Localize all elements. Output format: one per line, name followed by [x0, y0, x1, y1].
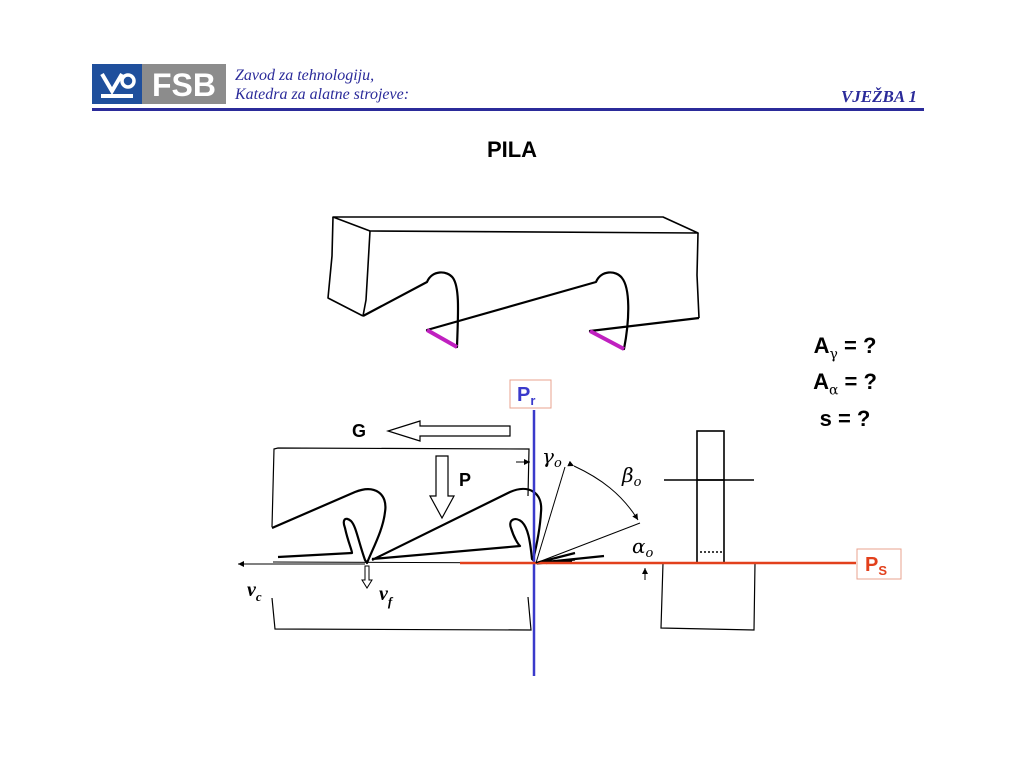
workpiece-side	[660, 562, 756, 631]
blade-back-edge	[327, 216, 364, 317]
question-a-gamma: Aγ = ?	[813, 333, 877, 363]
beta-label: βo	[621, 463, 642, 490]
institute-name: Zavod za tehnologiju, Katedra za alatne …	[235, 66, 409, 104]
vf-label: vf	[379, 583, 394, 609]
cutting-edge-highlight-2	[589, 329, 625, 351]
blade-teeth-outline	[362, 271, 700, 351]
fsb-logo: FSB	[92, 64, 226, 104]
svg-text:Pr: Pr	[517, 384, 535, 408]
beta-arc	[567, 460, 639, 521]
vf-arrow	[361, 565, 373, 589]
rake-face-line	[535, 466, 566, 564]
question-a-alpha: Aα = ?	[813, 369, 877, 399]
svg-text:PS: PS	[865, 554, 887, 578]
saw-blade-3d	[327, 216, 700, 351]
p-label: P	[459, 470, 471, 490]
questions-block: Aγ = ? Aα = ? s = ?	[790, 332, 900, 433]
logo-text: FSB	[152, 67, 216, 103]
blade-side-profile	[660, 430, 756, 631]
institute-line-1: Zavod za tehnologiju,	[235, 67, 375, 84]
institute-line-2: Katedra za alatne strojeve:	[235, 86, 410, 103]
blade-front-edge	[362, 230, 371, 317]
logo-emblem-mark	[100, 72, 124, 95]
vc-label: vc	[247, 579, 262, 604]
plane-pr-label: Pr	[509, 379, 552, 409]
exercise-label: VJEŽBA 1	[840, 87, 917, 106]
header-divider	[92, 108, 924, 111]
gamma-label: γo	[542, 444, 562, 471]
page-title: PILA	[486, 137, 538, 162]
saw-teeth-section	[271, 487, 605, 565]
flank-line	[535, 522, 641, 564]
g-arrow	[385, 420, 511, 442]
alpha-label: αo	[632, 534, 654, 561]
g-label: G	[352, 421, 366, 441]
plane-ps-label: PS	[856, 548, 902, 580]
section-lower-outline	[271, 596, 532, 631]
question-s: s = ?	[819, 405, 871, 431]
logo-text-block	[142, 64, 226, 104]
cutting-edge-highlight-1	[426, 328, 458, 349]
p-arrow	[428, 455, 456, 520]
blade-top-face	[332, 216, 699, 234]
blade-side-body	[664, 479, 754, 564]
blade-section	[271, 447, 532, 631]
section-upper-outline	[271, 447, 530, 528]
blade-side-top	[696, 430, 725, 481]
blade-right-edge	[696, 232, 700, 319]
